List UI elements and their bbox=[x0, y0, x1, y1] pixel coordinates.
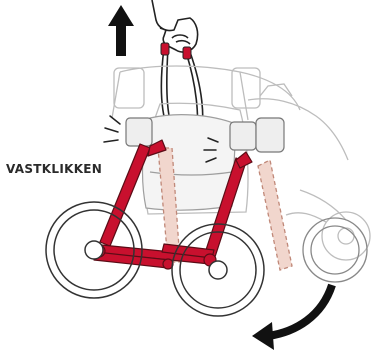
instruction-label: VASTKLIKKEN bbox=[6, 162, 102, 176]
arrow-up-icon bbox=[108, 5, 134, 56]
rear-wheel bbox=[303, 218, 367, 282]
hand-icon bbox=[152, 0, 198, 52]
seat-fabric bbox=[143, 115, 236, 211]
curved-arrow-icon bbox=[252, 285, 332, 350]
